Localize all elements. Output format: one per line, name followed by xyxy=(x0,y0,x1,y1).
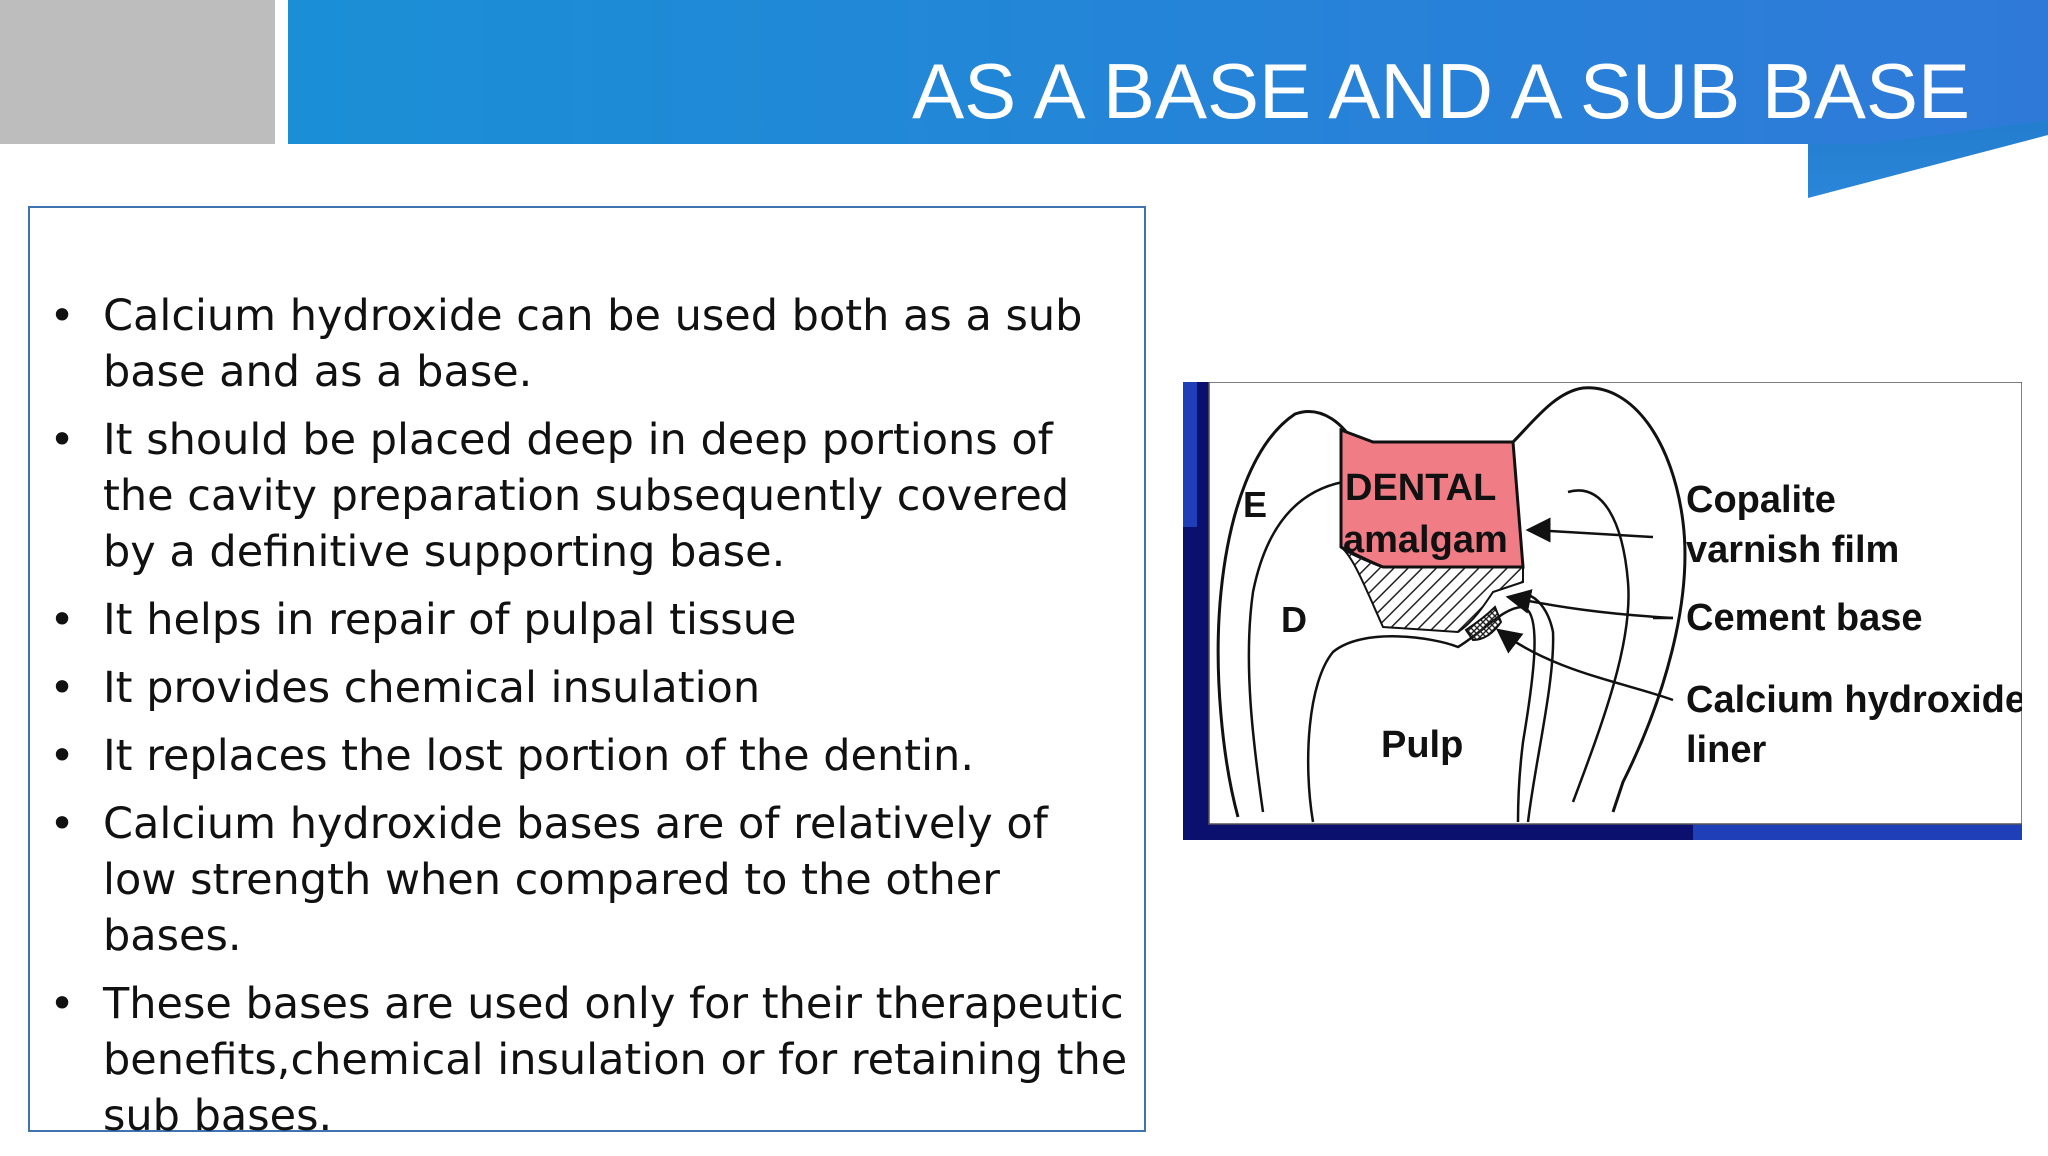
label-amalgam-line1: DENTAL xyxy=(1345,467,1496,509)
leader-liner xyxy=(1496,628,1674,702)
bullet-item: • It provides chemical insulation xyxy=(30,660,1130,716)
bullet-text: It helps in repair of pulpal tissue xyxy=(103,595,797,645)
bullet-list: • Calcium hydroxide can be used both as a… xyxy=(30,288,1130,1156)
bullet-text: Calcium hydroxide bases are of relativel… xyxy=(103,799,1048,961)
bullet-item: • Calcium hydroxide can be used both as a… xyxy=(30,288,1130,400)
bullet-marker: • xyxy=(49,595,75,645)
bullet-item: • Calcium hydroxide bases are of relative… xyxy=(30,796,1130,964)
bullet-item: • It should be placed deep in deep portio… xyxy=(30,412,1130,580)
bullet-text: Calcium hydroxide can be used both as a … xyxy=(103,291,1083,397)
bullet-text: It replaces the lost portion of the dent… xyxy=(103,731,974,781)
label-enamel: E xyxy=(1243,484,1267,525)
label-pulp: Pulp xyxy=(1381,724,1463,766)
dentin-enamel-junction xyxy=(1247,476,1630,813)
calcium-hydroxide-liner xyxy=(1464,605,1503,642)
label-liner-line2: liner xyxy=(1686,729,1766,771)
bullet-marker: • xyxy=(49,663,75,713)
bullet-marker: • xyxy=(49,415,75,465)
bullet-marker: • xyxy=(49,731,75,781)
label-copalite-line1: Copalite xyxy=(1686,479,1836,521)
label-amalgam-line2: amalgam xyxy=(1343,519,1508,561)
bullet-marker: • xyxy=(49,979,75,1029)
title-banner xyxy=(288,0,2048,198)
bullet-marker: • xyxy=(49,799,75,849)
corner-gray-block xyxy=(0,0,275,144)
leader-copalite xyxy=(1525,517,1654,543)
label-cement-base: Cement base xyxy=(1686,597,1923,639)
bullet-item: • It helps in repair of pulpal tissue xyxy=(30,592,1130,648)
bullet-item: • These bases are used only for their the… xyxy=(30,976,1130,1144)
bullet-text: It provides chemical insulation xyxy=(103,663,761,713)
bullet-text: It should be placed deep in deep portion… xyxy=(103,415,1070,577)
bullet-text: These bases are used only for their ther… xyxy=(103,979,1128,1141)
bullet-text-box: • Calcium hydroxide can be used both as a… xyxy=(28,206,1146,1141)
leader-cement-base xyxy=(1505,589,1674,620)
label-copalite-line2: varnish film xyxy=(1686,529,1899,571)
label-liner-line1: Calcium hydroxide xyxy=(1686,679,2022,721)
bullet-marker: • xyxy=(49,291,75,341)
cement-base xyxy=(1340,546,1524,634)
tooth-diagram: E D Pulp DENTAL amalgam Copalite varnish… xyxy=(1183,382,2022,840)
bullet-item: • It replaces the lost portion of the den… xyxy=(30,728,1130,784)
slide-title: AS A BASE AND A SUB BASE xyxy=(912,47,1970,135)
label-dentin: D xyxy=(1281,599,1307,640)
